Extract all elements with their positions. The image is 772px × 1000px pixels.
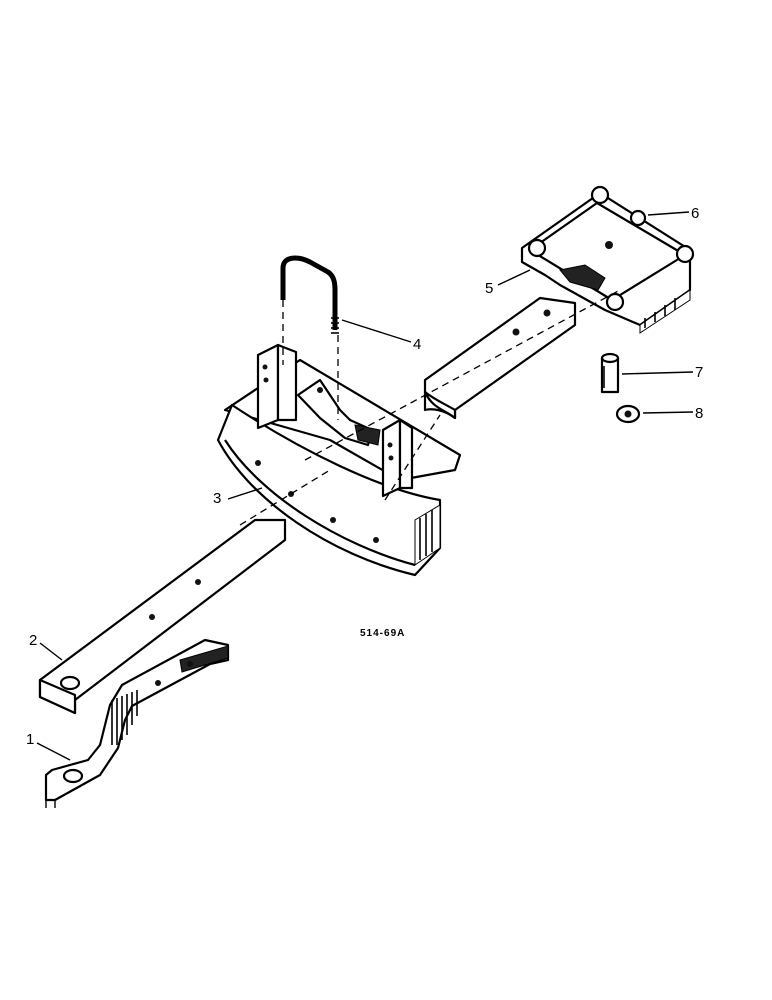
callout-1: 1: [26, 731, 34, 748]
assembly-lines: [239, 289, 621, 526]
part-4-u-bolt: [280, 255, 339, 334]
callout-8: 8: [695, 405, 703, 422]
callout-3: 3: [213, 490, 221, 507]
part-7-pin: [600, 352, 620, 394]
callouts: 1 2 3 4 5 6 7 8: [26, 205, 703, 748]
figure-code: 514-69A: [360, 628, 405, 639]
part-1-offset-drawbar: [44, 638, 230, 808]
part-6-mounting-plate: [520, 185, 695, 334]
part-8-washer: [615, 404, 641, 424]
callout-6: 6: [691, 205, 699, 222]
callout-7: 7: [695, 364, 703, 381]
part-2-drawbar: [38, 518, 287, 715]
callout-2: 2: [29, 632, 37, 649]
callout-5: 5: [485, 280, 493, 297]
part-5-bar: [423, 296, 577, 420]
part-3-drawbar-support: [216, 343, 462, 577]
callout-4: 4: [413, 336, 421, 353]
leader-lines: [36, 211, 694, 761]
